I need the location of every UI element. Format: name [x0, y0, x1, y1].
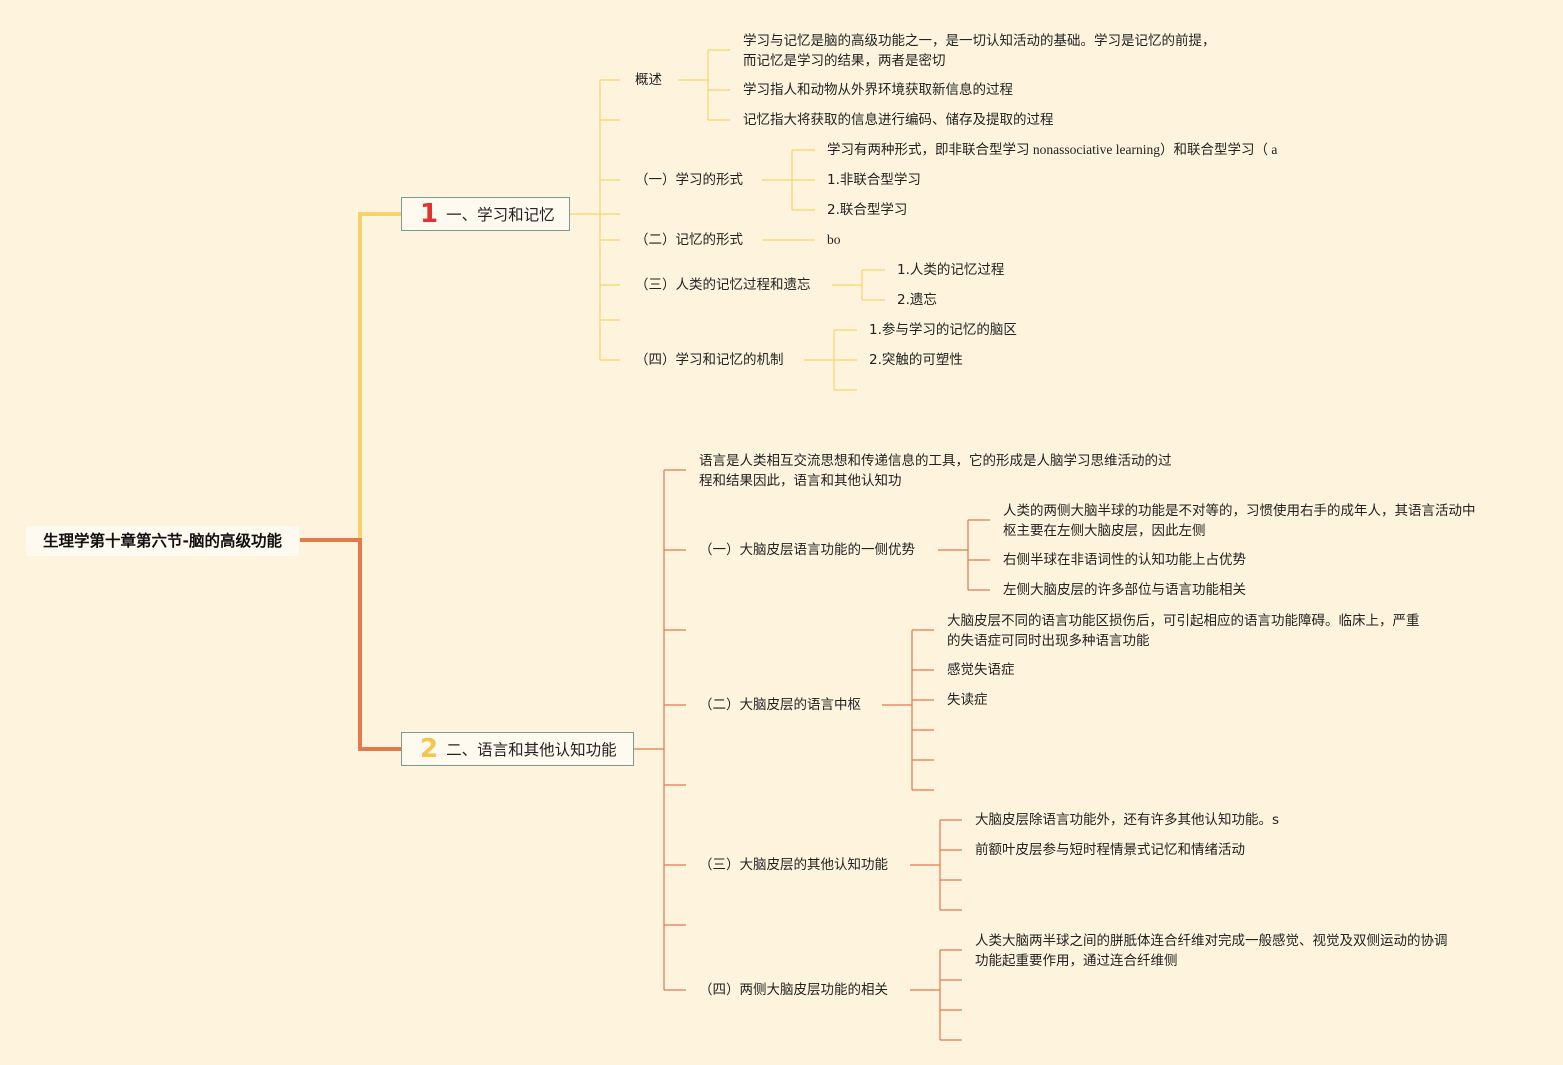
leaf-node[interactable]: 记忆指大将获取的信息进行编码、储存及提取的过程	[743, 112, 1054, 128]
leaf-node[interactable]: 2.突触的可塑性	[869, 352, 963, 368]
leaf-node[interactable]: 右侧半球在非语词性的认知功能上占优势	[1003, 552, 1246, 568]
leaf-node[interactable]: 人类大脑两半球之间的胼胝体连合纤维对完成一般感觉、视觉及双侧运动的协调 功能起重…	[975, 933, 1448, 969]
topic-other-cognition[interactable]: （三）大脑皮层的其他认知功能	[699, 857, 888, 873]
leaf-node[interactable]: 2.遗忘	[897, 292, 937, 308]
topic-memory-forms[interactable]: （二）记忆的形式	[635, 232, 743, 248]
topic-overview[interactable]: 概述	[635, 72, 662, 88]
leaf-node[interactable]: 学习指人和动物从外界环境获取新信息的过程	[743, 82, 1013, 98]
leaf-node[interactable]: 学习与记忆是脑的高级功能之一，是一切认知活动的基础。学习是记忆的前提， 而记忆是…	[743, 33, 1216, 69]
leaf-node[interactable]: 感觉失语症	[947, 662, 1015, 678]
leaf-node[interactable]: 左侧大脑皮层的许多部位与语言功能相关	[1003, 582, 1246, 598]
root-node[interactable]: 生理学第十章第六节-脑的高级功能	[26, 526, 299, 556]
branch-1-connectors	[570, 49, 885, 391]
leaf-node[interactable]: 1.非联合型学习	[827, 172, 921, 188]
branch-node-learning-memory[interactable]: 1 一、学习和记忆	[401, 197, 570, 231]
branch-2-connectors	[634, 469, 990, 1041]
leaf-node[interactable]: 1.人类的记忆过程	[897, 262, 1005, 278]
leaf-node[interactable]: 人类的两侧大脑半球的功能是不对等的，习惯使用右手的成年人，其语言活动中 枢主要在…	[1003, 503, 1476, 539]
trunk-branch-1	[300, 212, 401, 542]
leaf-node[interactable]: 前额叶皮层参与短时程情景式记忆和情绪活动	[975, 842, 1245, 858]
trunk-branch-2	[300, 538, 401, 751]
topic-hemisphere-correlation[interactable]: （四）两侧大脑皮层功能的相关	[699, 982, 888, 998]
topic-language-centers[interactable]: （二）大脑皮层的语言中枢	[699, 697, 861, 713]
topic-language-intro[interactable]: 语言是人类相互交流思想和传递信息的工具，它的形成是人脑学习思维活动的过 程和结果…	[699, 453, 1172, 489]
leaf-node[interactable]: bo	[827, 232, 841, 247]
leaf-node[interactable]: 2.联合型学习	[827, 202, 908, 218]
topic-hemisphere-dominance[interactable]: （一）大脑皮层语言功能的一侧优势	[699, 542, 915, 558]
leaf-node[interactable]: 失读症	[947, 692, 988, 708]
branch-label: 一、学习和记忆	[446, 206, 555, 224]
number-one-icon: 1	[420, 199, 439, 229]
leaf-node[interactable]: 学习有两种形式，即非联合型学习 nonassociative learning）…	[827, 142, 1278, 157]
topic-memory-process[interactable]: （三）人类的记忆过程和遗忘	[635, 277, 811, 293]
leaf-node[interactable]: 大脑皮层不同的语言功能区损伤后，可引起相应的语言功能障碍。临床上，严重 的失语症…	[947, 613, 1420, 649]
branch-node-language-cognition[interactable]: 2 二、语言和其他认知功能	[401, 732, 634, 766]
number-two-icon: 2	[420, 734, 439, 764]
branch-label: 二、语言和其他认知功能	[446, 741, 617, 759]
topic-mechanism[interactable]: （四）学习和记忆的机制	[635, 352, 784, 368]
topic-learning-forms[interactable]: （一）学习的形式	[635, 172, 743, 188]
leaf-node[interactable]: 大脑皮层除语言功能外，还有许多其他认知功能。s	[975, 812, 1280, 828]
leaf-node[interactable]: 1.参与学习的记忆的脑区	[869, 322, 1017, 338]
